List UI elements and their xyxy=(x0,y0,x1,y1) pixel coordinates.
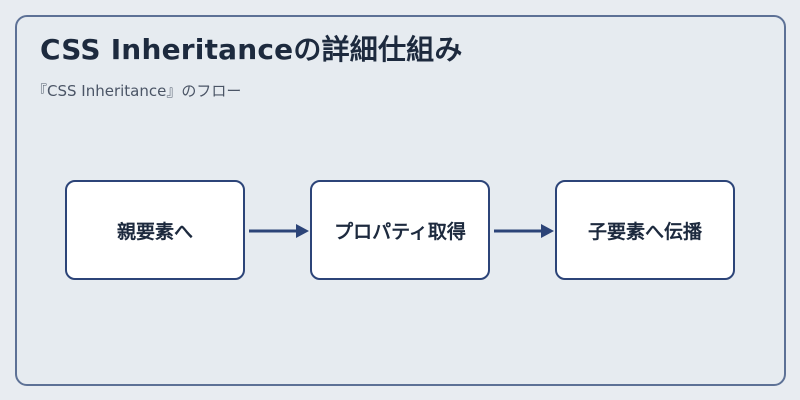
flow-node-property: プロパティ取得 xyxy=(310,180,490,280)
diagram-title: CSS Inheritanceの詳細仕組み xyxy=(40,33,463,66)
flow-node-label: 親要素へ xyxy=(116,220,193,243)
flow-node-parent: 親要素へ xyxy=(65,180,245,280)
flow-node-child: 子要素へ伝播 xyxy=(555,180,735,280)
diagram-subtitle: 『CSS Inheritance』のフロー xyxy=(32,82,242,100)
flow-node-label: プロパティ取得 xyxy=(334,220,466,243)
flow-node-label: 子要素へ伝播 xyxy=(587,220,702,243)
